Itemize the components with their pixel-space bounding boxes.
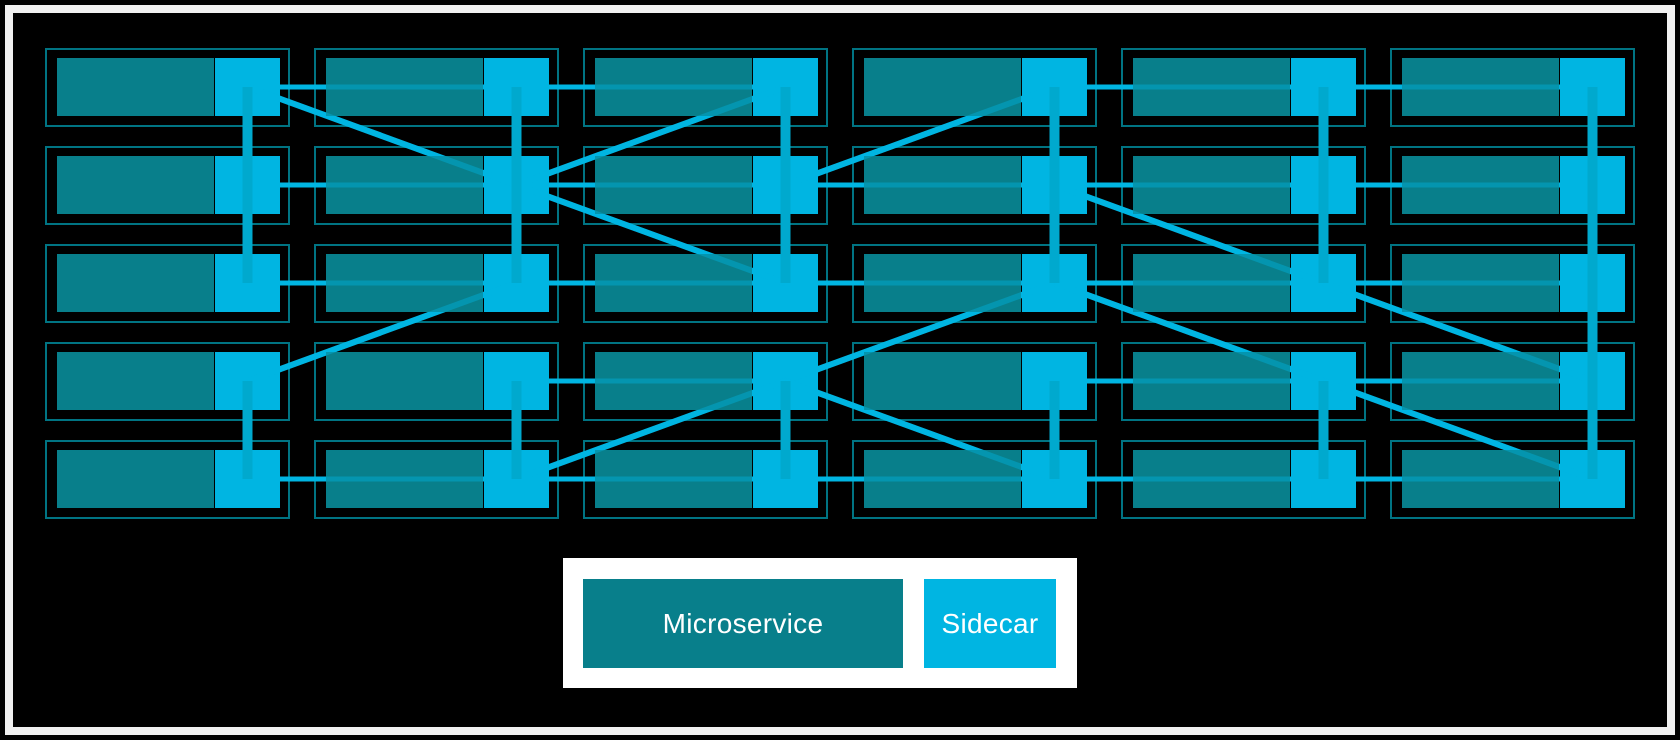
microservice-rect bbox=[57, 254, 214, 312]
microservice-rect bbox=[1133, 58, 1290, 116]
microservice-rect bbox=[595, 254, 752, 312]
microservice-rect bbox=[864, 450, 1021, 508]
mesh-edge-diagonal bbox=[515, 182, 787, 286]
microservice-rect bbox=[864, 58, 1021, 116]
mesh-edge-diagonal bbox=[784, 84, 1056, 188]
microservice-rect bbox=[595, 58, 752, 116]
microservice-rect bbox=[864, 352, 1021, 410]
mesh-edge-diagonal bbox=[1053, 280, 1325, 384]
microservice-rect bbox=[864, 156, 1021, 214]
microservice-rect bbox=[595, 352, 752, 410]
microservice-rect bbox=[57, 58, 214, 116]
microservice-rect bbox=[1133, 156, 1290, 214]
microservice-rect bbox=[57, 156, 214, 214]
legend: Microservice Sidecar bbox=[563, 558, 1077, 688]
mesh-edge-diagonal bbox=[784, 378, 1056, 482]
microservice-rect bbox=[57, 352, 214, 410]
microservice-rect bbox=[1133, 254, 1290, 312]
microservice-rect bbox=[1402, 450, 1559, 508]
mesh-edge-diagonal bbox=[246, 280, 518, 384]
microservice-rect bbox=[1133, 450, 1290, 508]
microservice-rect bbox=[1402, 254, 1559, 312]
microservice-rect bbox=[326, 156, 483, 214]
microservice-rect bbox=[864, 254, 1021, 312]
microservice-rect bbox=[326, 254, 483, 312]
mesh-edge-diagonal bbox=[1053, 182, 1325, 286]
microservice-rect bbox=[1402, 156, 1559, 214]
mesh-edge-diagonal bbox=[515, 378, 787, 482]
pod-outline bbox=[45, 342, 290, 421]
microservice-rect bbox=[57, 450, 214, 508]
microservice-rect bbox=[595, 450, 752, 508]
microservice-rect bbox=[326, 450, 483, 508]
mesh-edge-diagonal bbox=[1322, 378, 1594, 482]
mesh-edge-diagonal bbox=[1322, 280, 1594, 384]
microservice-rect bbox=[1402, 58, 1559, 116]
legend-sidecar-swatch: Sidecar bbox=[924, 579, 1056, 668]
legend-microservice-label: Microservice bbox=[662, 607, 824, 639]
microservice-rect bbox=[326, 58, 483, 116]
mesh-edge-diagonal bbox=[515, 84, 787, 188]
microservice-rect bbox=[1133, 352, 1290, 410]
microservice-rect bbox=[595, 156, 752, 214]
microservice-rect bbox=[1402, 352, 1559, 410]
mesh-edge-diagonal bbox=[784, 280, 1056, 384]
legend-microservice-swatch: Microservice bbox=[583, 579, 903, 668]
microservice-rect bbox=[326, 352, 483, 410]
legend-sidecar-label: Sidecar bbox=[941, 607, 1039, 639]
mesh-edge-diagonal bbox=[246, 84, 518, 188]
